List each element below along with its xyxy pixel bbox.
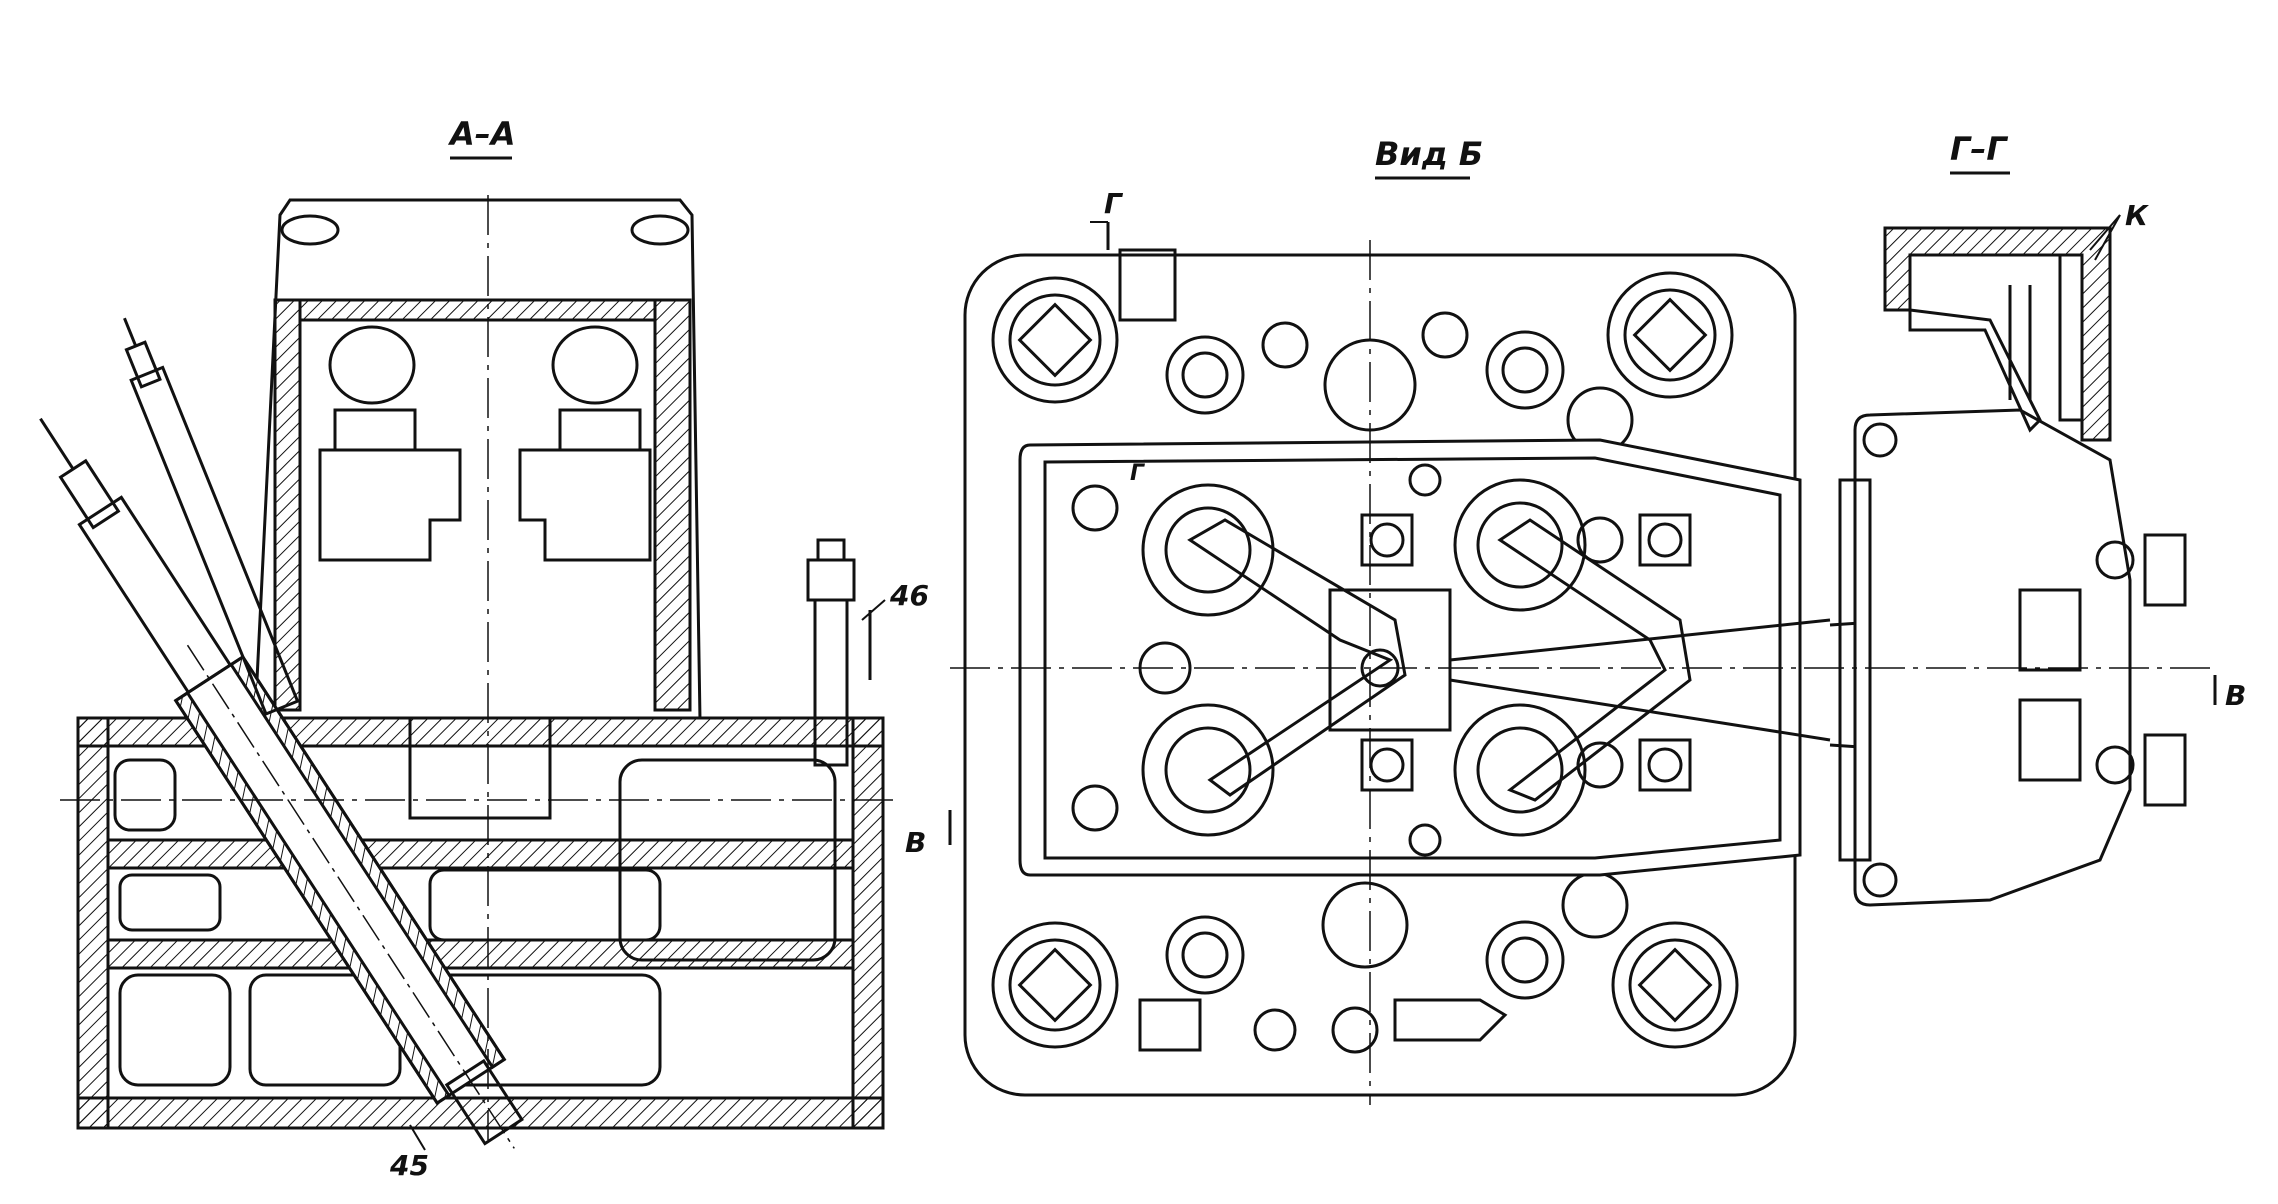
callout-46: 46 xyxy=(889,579,929,612)
marker-v-left: В xyxy=(905,826,926,859)
view-b-title: Вид Б xyxy=(1375,135,1483,173)
section-aa-title: А–А xyxy=(447,115,516,153)
corner-bolts xyxy=(991,271,1739,1049)
callout-k: К xyxy=(2125,199,2150,232)
section-gg-drawing xyxy=(1883,214,2121,442)
section-gg-title: Г–Г xyxy=(1950,130,2008,168)
section-aa-drawing xyxy=(39,195,900,1151)
view-b-drawing xyxy=(948,221,2217,1105)
marker-g-inner: Г xyxy=(1130,461,1145,486)
marker-v-right: В xyxy=(2225,679,2246,712)
marker-g-top: Г xyxy=(1104,187,1124,220)
callout-45: 45 xyxy=(389,1149,429,1182)
